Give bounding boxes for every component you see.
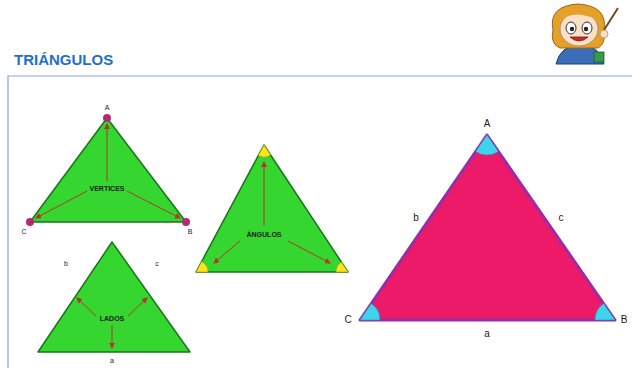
angle-mark (196, 261, 208, 272)
pointer-arrow (288, 241, 330, 263)
small-letter-label: A (105, 104, 110, 111)
vertex-side-label: b (413, 213, 419, 223)
pointer-arrow (107, 124, 108, 181)
vertex-side-label: C (344, 315, 351, 325)
small-letter-label: c (155, 260, 159, 267)
triangle-label: ÁNGULOS (247, 231, 282, 238)
small-letter-label: b (64, 260, 68, 267)
vertex-dot (26, 218, 34, 226)
triangle-fill (30, 118, 186, 222)
triangle-fill (196, 145, 348, 272)
triangle-outline (32, 237, 196, 357)
vertex-side-label: B (621, 315, 628, 325)
pointer-arrow (36, 191, 87, 218)
vertex-dot (182, 218, 190, 226)
pointer-arrow (112, 325, 113, 348)
pointer-arrow (128, 298, 147, 316)
frame-line (8, 76, 632, 368)
triangle-outline (22, 110, 194, 230)
triangle-label: LADOS (100, 315, 125, 322)
angle-mark (360, 304, 380, 320)
triangle-shape: ÁNGULOS (190, 140, 354, 277)
pointer-arrow (77, 298, 96, 316)
vertex-side-label: c (559, 213, 564, 223)
triangle-label: VERTICES (89, 185, 124, 192)
angle-mark (476, 135, 499, 155)
angle-mark (258, 145, 270, 157)
angle-marks (360, 135, 615, 320)
vertex-side-label: A (484, 119, 491, 129)
angle-mark (336, 262, 348, 272)
big-triangle (360, 135, 615, 320)
pointer-arrow (264, 162, 265, 226)
page-title: TRIÁNGULOS (14, 51, 113, 68)
small-letter-label: a (110, 357, 114, 364)
small-letter-label: C (21, 228, 26, 235)
triangle-shape: VERTICES (22, 110, 194, 230)
vertex-dot (103, 114, 111, 122)
triangle-outline (190, 140, 354, 277)
teacher-cartoon (552, 4, 618, 64)
angle-mark (595, 304, 615, 320)
vertex-side-label: a (484, 329, 490, 339)
small-letter-label: B (188, 228, 193, 235)
triangle-shape: LADOS (32, 237, 196, 357)
triangle-fill (38, 242, 190, 352)
pointer-arrow (127, 191, 180, 218)
pointer-arrow (214, 241, 240, 263)
